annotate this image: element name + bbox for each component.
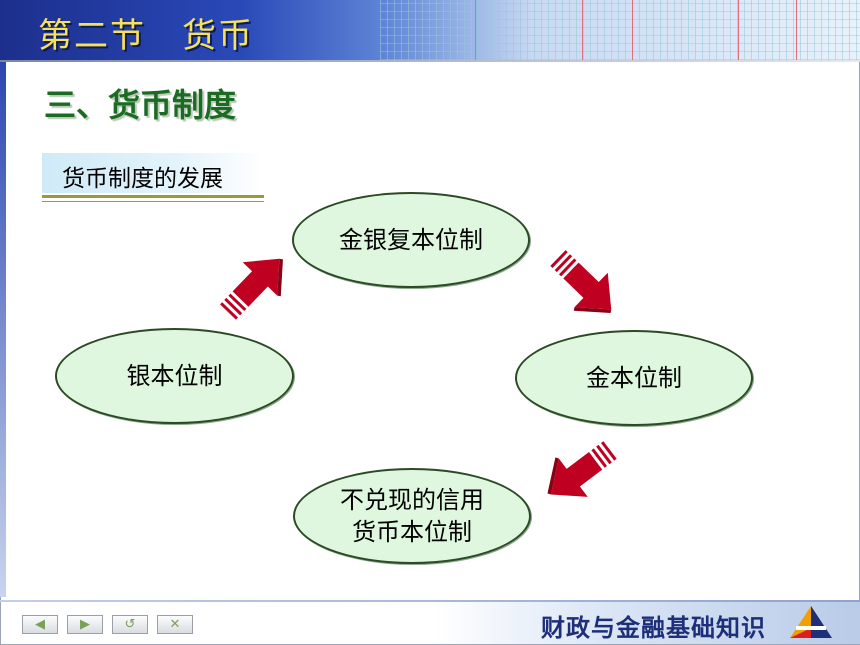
node-label-wrap: 不兑现的信用 货币本位制 (322, 484, 502, 548)
arrow-bimetal-to-gold (539, 240, 630, 331)
footer-divider (0, 600, 860, 602)
node-label: 金银复本位制 (339, 226, 483, 254)
subtitle-box (42, 153, 264, 193)
header-grid-accent-line (632, 0, 633, 60)
node-label: 银本位制 (126, 362, 223, 390)
footer-band (435, 602, 860, 644)
node-label: 金本位制 (586, 364, 682, 392)
header-divider (0, 60, 860, 62)
node-fiat-standard: 不兑现的信用 货币本位制 (293, 468, 531, 564)
left-frame-bar (0, 62, 6, 597)
arrow-silver-to-bimetal (210, 240, 301, 331)
header-grid-accent-line (475, 0, 476, 60)
header-grid-accent-line (796, 0, 797, 60)
header-grid-accent-line (738, 0, 739, 60)
subtitle-underline-thin (42, 201, 264, 202)
section-heading: 三、货币制度 (44, 86, 237, 124)
header-grid-accent-line (582, 0, 583, 60)
header-grid-pattern (380, 0, 860, 60)
slide-footer: ◀ ▶ ↺ ✕ 财政与金融基础知识 (0, 600, 860, 645)
node-silver-standard: 银本位制 (55, 328, 294, 424)
subtitle-text: 货币制度的发展 (62, 166, 223, 192)
footer-brand-title: 财政与金融基础知识 (541, 613, 766, 642)
slide-header: 第二节 货币 (0, 0, 860, 62)
node-label-line1: 不兑现的信用 (340, 486, 484, 514)
arrow-gold-to-fiat (533, 428, 625, 515)
arrow-left-icon: ◀ (35, 617, 45, 632)
nav-prev-button[interactable]: ◀ (22, 615, 58, 634)
nav-return-button[interactable]: ↺ (112, 615, 148, 634)
node-bimetallic-standard: 金银复本位制 (292, 192, 530, 288)
node-gold-standard: 金本位制 (515, 330, 753, 426)
node-label-line2: 货币本位制 (352, 518, 472, 546)
arrow-right-icon: ▶ (80, 617, 90, 632)
close-icon: ✕ (169, 617, 181, 632)
nav-next-button[interactable]: ▶ (67, 615, 103, 634)
brand-logo-icon (790, 606, 832, 638)
subtitle-underline (42, 195, 264, 198)
return-icon: ↺ (124, 617, 136, 632)
nav-close-button[interactable]: ✕ (157, 615, 193, 634)
header-title: 第二节 货币 (38, 16, 254, 56)
